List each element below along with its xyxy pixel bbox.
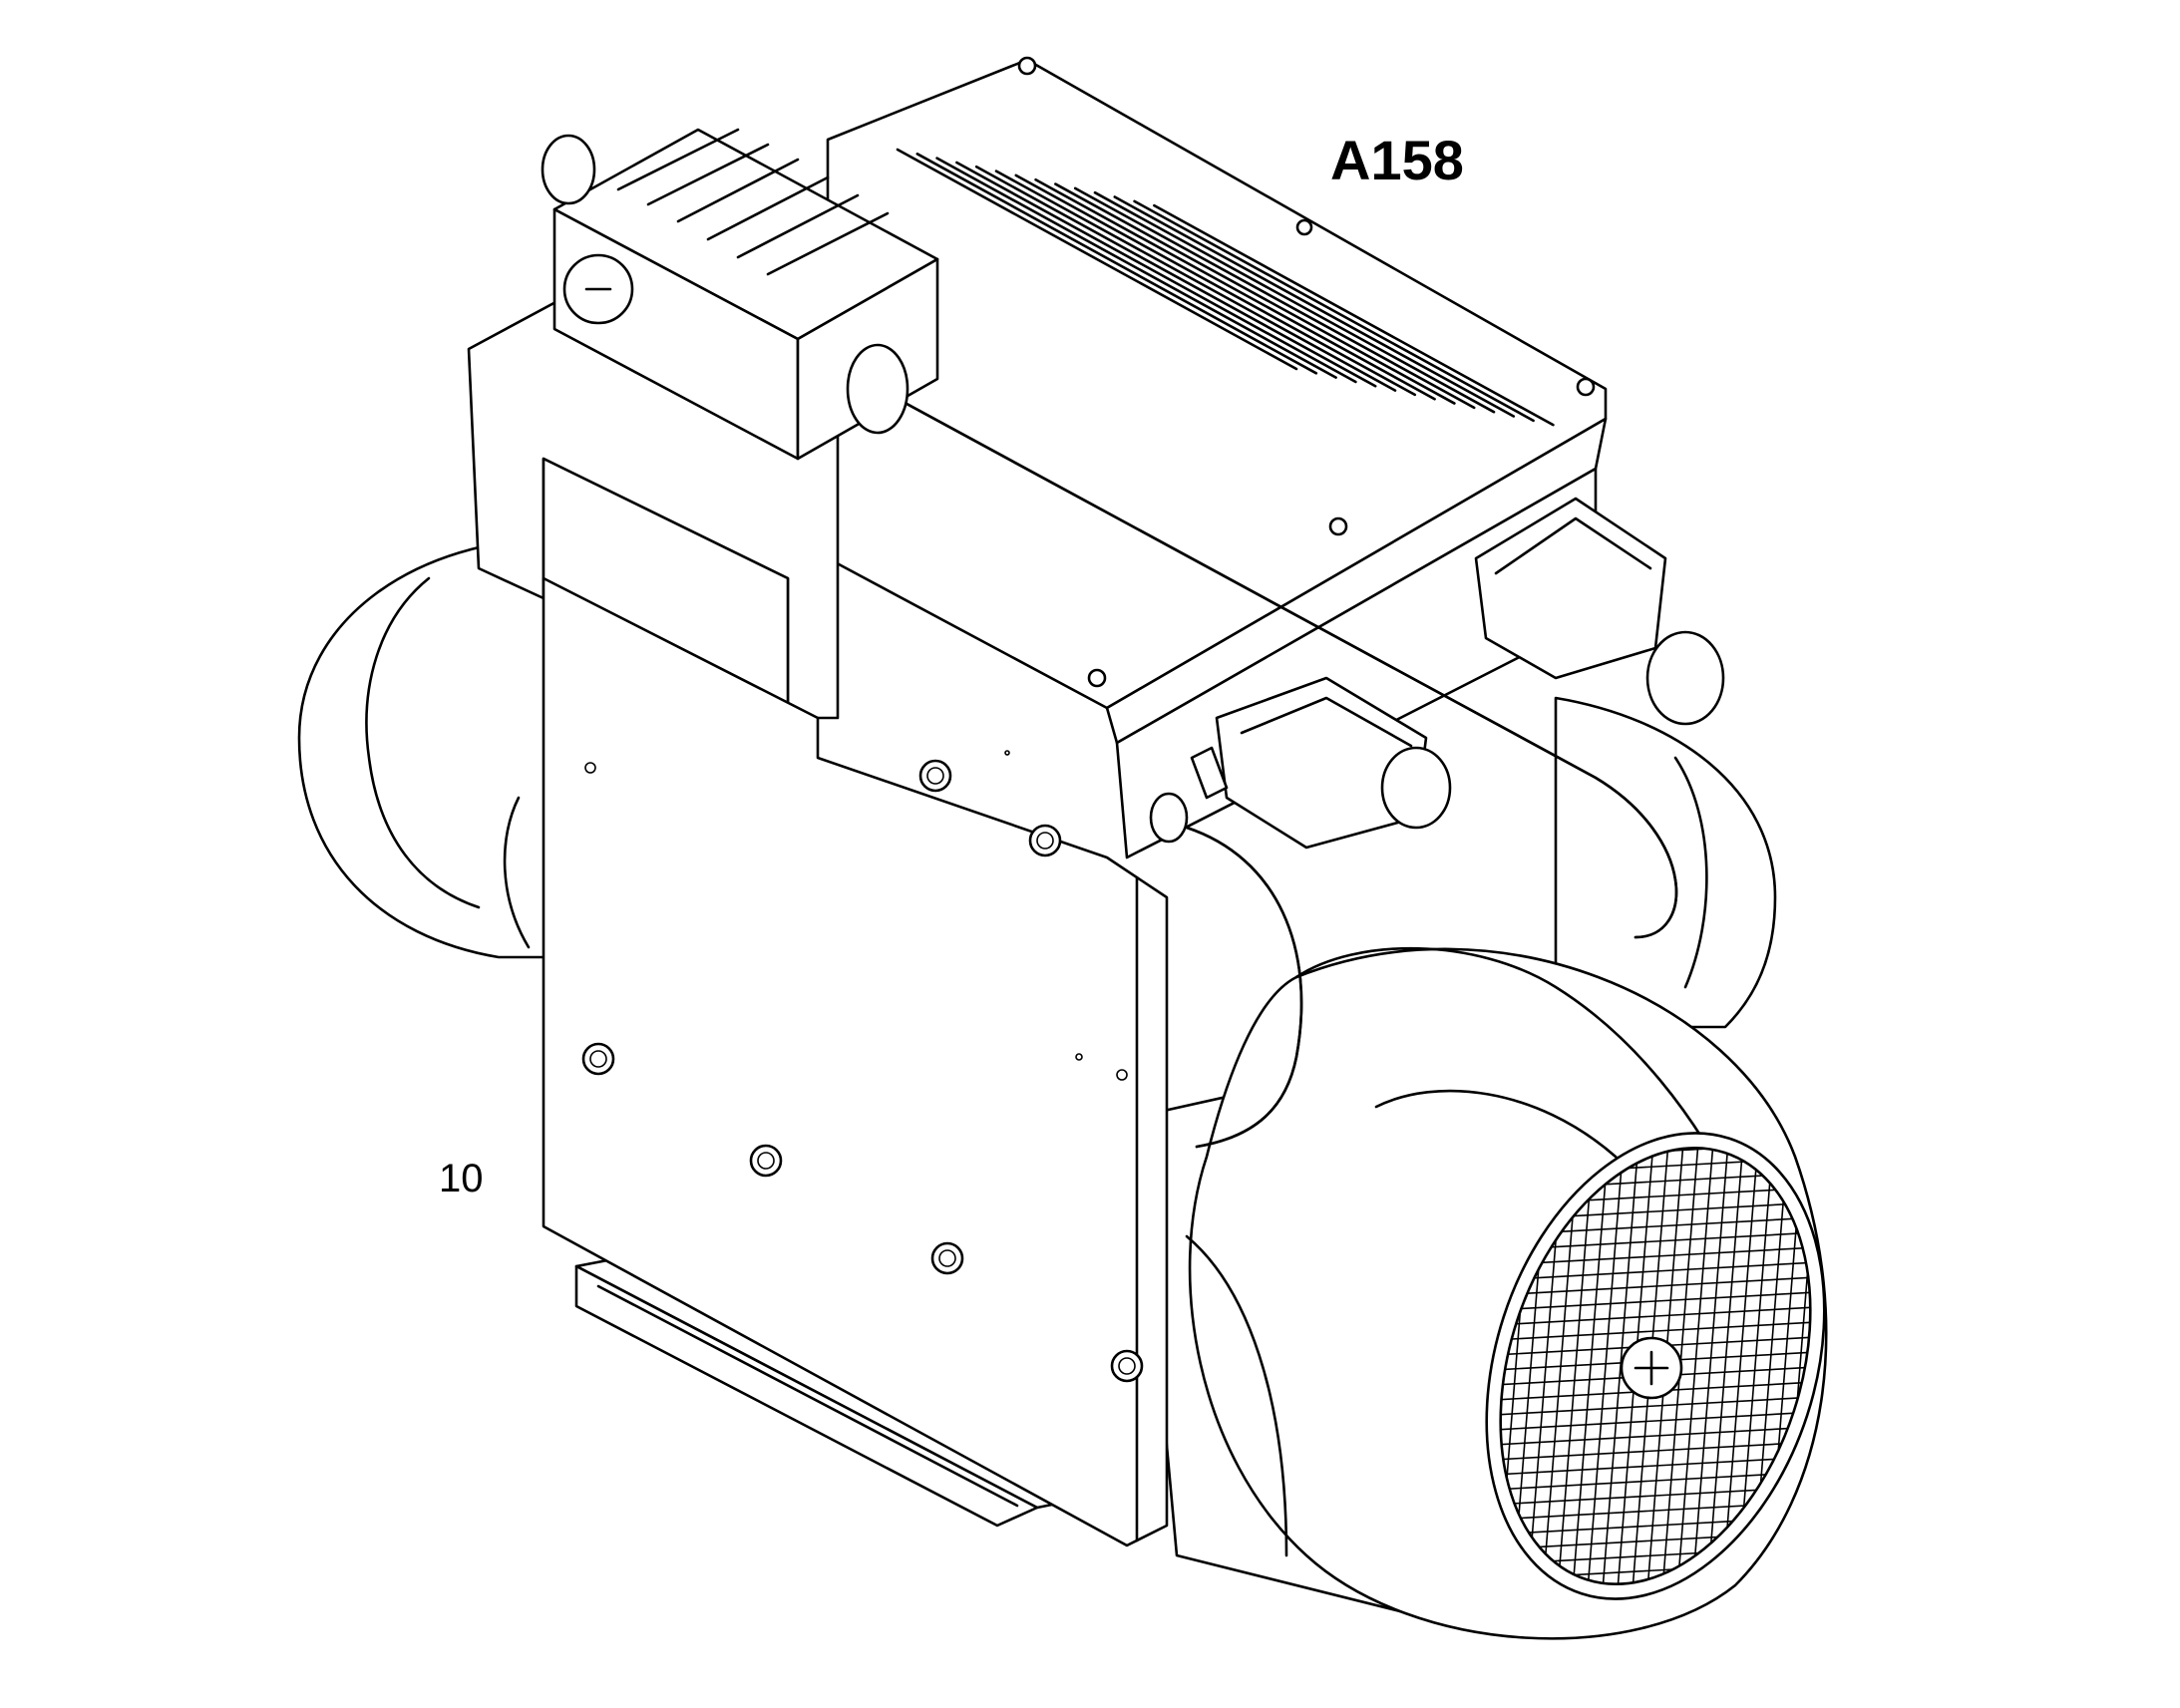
heatsink-fin [1153, 203, 1555, 427]
mounting-bolt-head [757, 1152, 775, 1170]
mounting-bolt-head [1036, 832, 1054, 850]
drawing-label-side: 10 [439, 1157, 484, 1200]
heatsink-fin [955, 161, 1357, 384]
heatsink-fin [1093, 190, 1496, 414]
heatsink-fin [915, 153, 1318, 375]
mounting-bolt [918, 759, 952, 793]
grille-wire [1475, 1425, 1836, 1447]
mounting-bolt-head [938, 1249, 956, 1267]
connector-plugs [1190, 497, 1725, 850]
grille-wire [1475, 1395, 1836, 1417]
mounting-bolt [749, 1144, 783, 1178]
mounting-bolt-head [926, 767, 944, 785]
grille-wire [1475, 1290, 1836, 1312]
rear-motor-housing [1554, 696, 1777, 1029]
grille-wire [1704, 1116, 1746, 1616]
heatsink-fin [1014, 173, 1417, 397]
grille-wire [1475, 1275, 1836, 1297]
heatsink-fin [1073, 186, 1476, 410]
grille-wire [1475, 1410, 1836, 1432]
grille-wire [1689, 1116, 1731, 1616]
grille-wire [1475, 1260, 1836, 1282]
mounting-bolt [1110, 1349, 1144, 1383]
heatsink-fin [1113, 195, 1516, 418]
mounting-plate [542, 576, 1169, 1547]
mounting-bolt-head [1118, 1357, 1136, 1375]
mounting-bolt [930, 1241, 964, 1275]
mounting-bolt [1028, 824, 1062, 857]
heatsink-fin [994, 170, 1397, 392]
grille-wire [1475, 1440, 1836, 1462]
control-unit-heatsink [826, 56, 1608, 859]
heatsink-fin [974, 165, 1377, 388]
heatsink-fin [896, 148, 1298, 371]
heatsink-fin [1054, 182, 1456, 405]
heatsink-fin [935, 157, 1337, 379]
mounting-bolt [581, 1042, 615, 1076]
grille-wire [1585, 1116, 1627, 1616]
mounting-bolt-head [589, 1050, 607, 1068]
grille-wire [1475, 1305, 1836, 1327]
drawing-label-top: A158 [1330, 129, 1464, 191]
rear-pump-housing [297, 536, 560, 959]
heatsink-fin [1133, 199, 1535, 423]
heatsink-fin [1034, 177, 1436, 401]
grille-wire [1475, 1320, 1836, 1342]
grille-wire [1674, 1116, 1716, 1616]
cable-conduit [846, 343, 1678, 1149]
